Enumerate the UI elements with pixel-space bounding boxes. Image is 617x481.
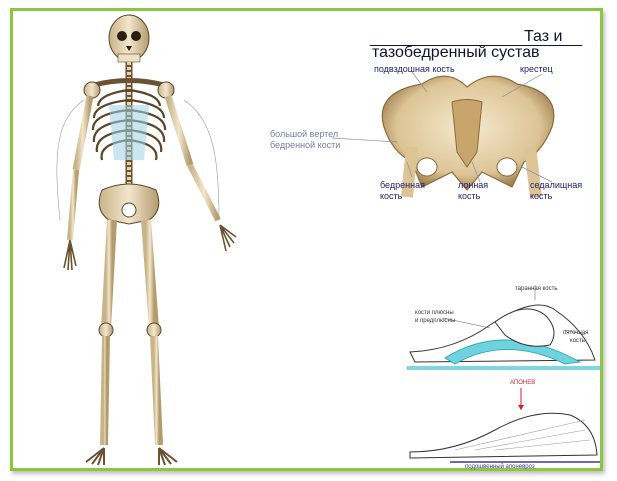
label-pubis-line1: лонная: [458, 180, 488, 190]
label-aponeurosis-bottom: подошвенный апоневроз: [465, 464, 535, 470]
label-pubis-line2: кость: [458, 191, 480, 201]
foot-panel: таранная кость кости плюсны и предплюсны…: [395, 280, 607, 472]
label-calcaneus-line2: кость: [570, 338, 585, 344]
label-femur-line2: кость: [380, 191, 402, 201]
title-underline: [370, 45, 582, 46]
label-talus: таранная кость: [515, 286, 557, 292]
label-aponeurosis-top: АПОНЕВ: [510, 380, 535, 386]
label-metatarsal-line1: кости плюсны: [415, 310, 454, 316]
label-metatarsal-line2: и предплюсны: [415, 318, 455, 324]
label-calcaneus-line1: пяточная: [563, 330, 588, 336]
label-femur-line1: бедренная: [380, 180, 425, 190]
label-ischium-line2: кость: [530, 191, 552, 201]
pelvis-panel: Таз и тазобедренный сустав подвздошная к…: [262, 12, 606, 217]
label-ilium: подвздошная кость: [374, 64, 455, 74]
label-trochanter-line1: большой вертел: [270, 129, 338, 139]
foot-illustration: [395, 280, 607, 472]
pelvis-title-line2: тазобедренный сустав: [372, 44, 540, 62]
skeleton-illustration: [14, 10, 254, 472]
label-ischium-line1: седалищная: [530, 180, 582, 190]
label-trochanter-line2: бедренной кости: [270, 140, 340, 150]
label-sacrum: крестец: [520, 64, 553, 74]
